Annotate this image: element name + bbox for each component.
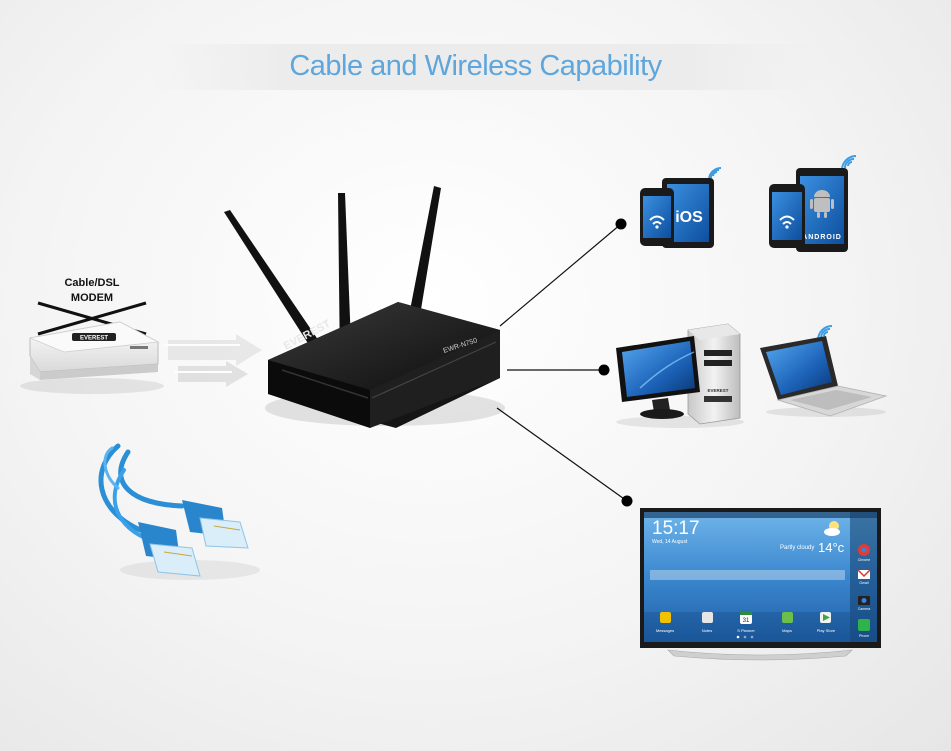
svg-text:Phone: Phone	[859, 634, 869, 638]
camera-app-icon: Camera	[858, 596, 871, 611]
svg-text:Notes: Notes	[702, 628, 712, 633]
ios-label: iOS	[675, 209, 703, 226]
calendar-app-icon: 31 S Planner	[737, 612, 755, 633]
desktop-brand: EVEREST	[707, 388, 728, 393]
tv-search-bar	[650, 570, 845, 580]
modem-label: Cable/DSL MODEM	[52, 276, 132, 306]
svg-text:S Planner: S Planner	[737, 628, 755, 633]
modem-label-line1: Cable/DSL	[64, 277, 120, 289]
maps-app-icon: Maps	[782, 612, 793, 633]
phone-app-icon: Phone	[858, 619, 870, 638]
ethernet-cable-icon	[98, 443, 260, 580]
svg-text:Chrome: Chrome	[858, 558, 871, 562]
svg-text:Gmail: Gmail	[859, 581, 868, 585]
play-store-app-icon: Play Store	[817, 612, 836, 633]
desktop-computer: EVEREST	[616, 323, 744, 428]
tv-app-dock: Messages Notes 31 S Planner Maps Play St…	[656, 612, 836, 633]
android-label: ANDROID	[802, 234, 842, 241]
android-icon	[810, 190, 834, 218]
svg-text:Messages: Messages	[656, 628, 674, 633]
laptop	[760, 325, 888, 417]
weather-icon	[824, 521, 840, 536]
modem-label-line2: MODEM	[70, 292, 114, 304]
tv-weather: Partly cloudy	[780, 545, 814, 551]
dot-computers	[598, 364, 610, 376]
smart-tv: 15:17 Wed, 14 August Partly cloudy 14°c …	[640, 508, 881, 661]
title-band	[150, 44, 820, 90]
connection-lines	[496, 218, 633, 507]
dot-tv	[621, 495, 633, 507]
line-to-phones	[499, 223, 622, 327]
tv-time: 15:17	[652, 518, 700, 539]
tv-temperature: 14°c	[818, 540, 845, 555]
dot-phones	[615, 218, 627, 230]
page-title: Cable and Wireless Capability	[289, 50, 662, 82]
notes-app-icon: Notes	[702, 612, 713, 633]
motion-arrows-icon	[164, 334, 262, 387]
gmail-app-icon: Gmail	[857, 569, 871, 585]
messages-app-icon: Messages	[656, 612, 674, 633]
svg-text:31: 31	[743, 618, 750, 624]
chrome-app-icon: Chrome	[858, 544, 871, 562]
modem: EVEREST	[20, 301, 164, 394]
wifi-icon	[841, 155, 857, 171]
svg-text:Camera: Camera	[858, 607, 871, 611]
tv-date: Wed, 14 August	[652, 539, 688, 545]
modem-brand: EVEREST	[80, 336, 108, 342]
svg-text:Maps: Maps	[782, 628, 792, 633]
ios-devices: iOS	[640, 167, 722, 248]
svg-text:Play Store: Play Store	[817, 628, 836, 633]
router: EVEREST EWR-N750	[224, 186, 505, 428]
wifi-icon	[649, 215, 665, 229]
line-to-tv	[496, 407, 628, 502]
wifi-icon	[779, 215, 795, 229]
android-devices: ANDROID	[769, 155, 857, 252]
